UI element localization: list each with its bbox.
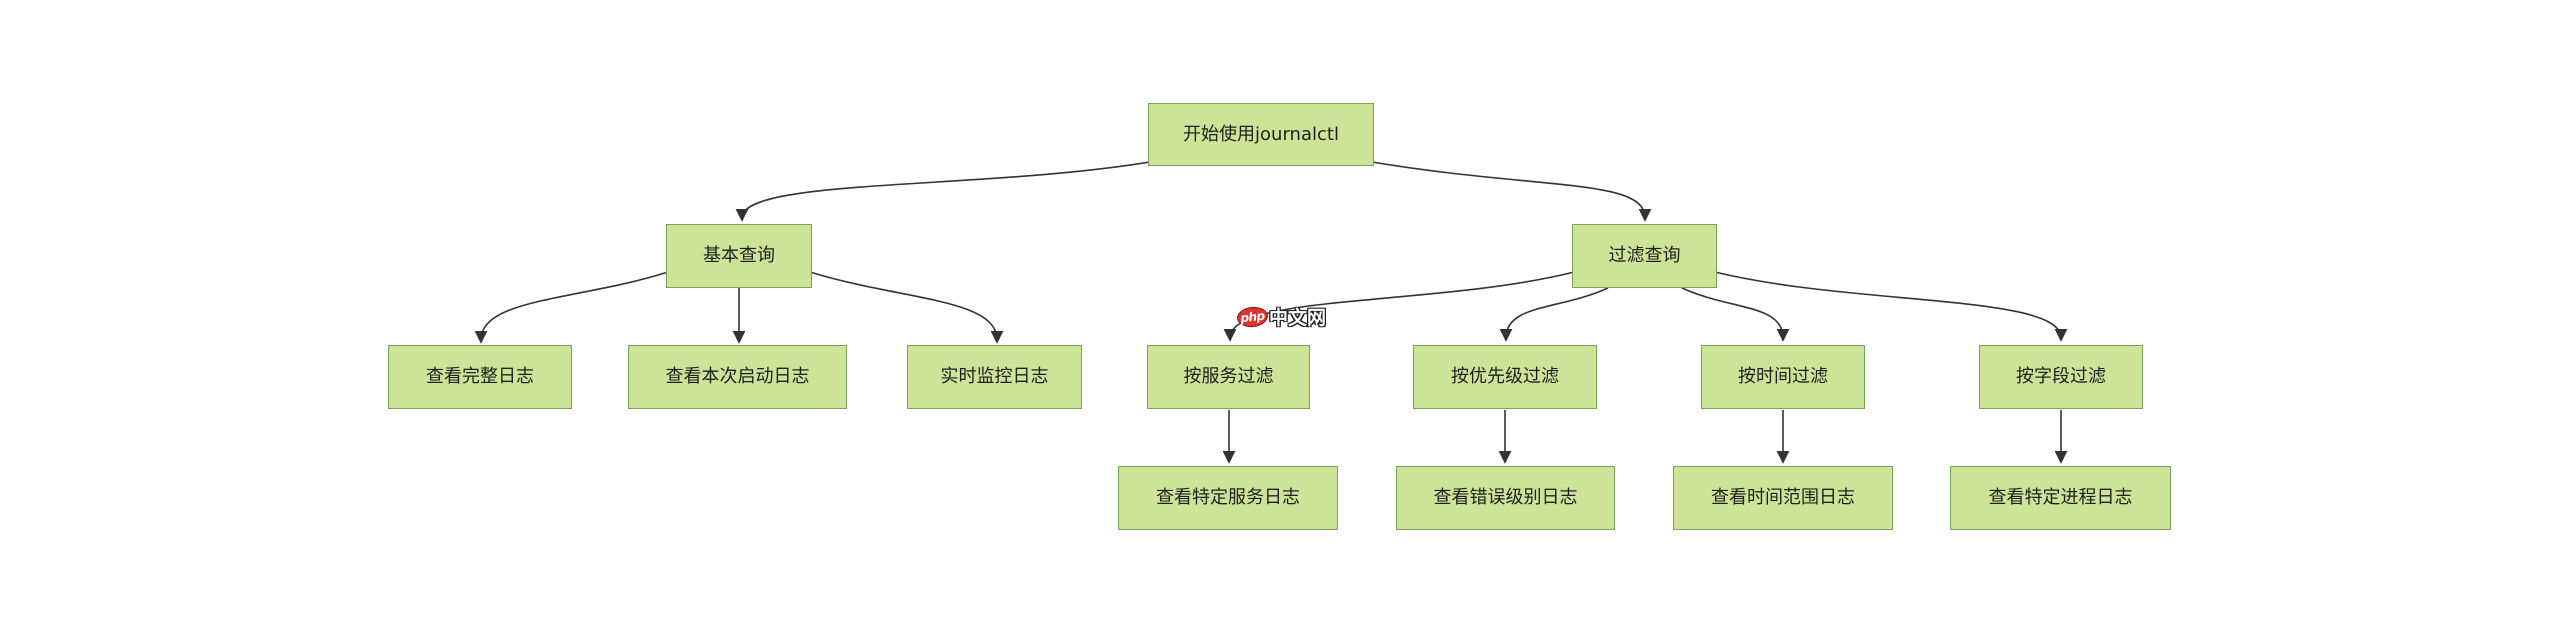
node-filter-by-field-label: 按字段过滤	[2016, 366, 2106, 388]
node-view-error-log: 查看错误级别日志	[1396, 466, 1615, 530]
node-filter-query-label: 过滤查询	[1608, 245, 1681, 267]
edge-basic_query-view_full_log	[474, 271, 669, 344]
node-view-error-log-label: 查看错误级别日志	[1433, 487, 1578, 509]
edge-filter_query-filter_by_field	[1714, 271, 2068, 342]
node-basic-query: 基本查询	[666, 224, 812, 288]
node-filter-by-field: 按字段过滤	[1979, 345, 2143, 409]
edge-start-basic_query	[735, 161, 1151, 222]
node-view-boot-log: 查看本次启动日志	[628, 345, 847, 409]
node-view-service-log-label: 查看特定服务日志	[1156, 487, 1300, 509]
node-view-timerange-log: 查看时间范围日志	[1673, 466, 1893, 530]
edge-filter_query-filter_by_service	[1223, 271, 1575, 342]
node-realtime-monitor-log: 实时监控日志	[907, 345, 1082, 409]
node-filter-by-priority: 按优先级过滤	[1413, 345, 1597, 409]
edge-filter_query-filter_by_priority	[1499, 287, 1609, 342]
node-view-process-log-label: 查看特定进程日志	[1988, 487, 2133, 509]
node-filter-by-time-label: 按时间过滤	[1738, 366, 1828, 388]
node-view-full-log: 查看完整日志	[388, 345, 572, 409]
edge-start-filter_query	[1371, 161, 1652, 222]
node-filter-by-time: 按时间过滤	[1701, 345, 1865, 409]
node-view-full-log-label: 查看完整日志	[426, 366, 534, 388]
node-view-service-log: 查看特定服务日志	[1118, 466, 1338, 530]
node-filter-query: 过滤查询	[1572, 224, 1717, 288]
node-realtime-monitor-log-label: 实时监控日志	[940, 366, 1049, 388]
node-start-label: 开始使用journalctl	[1183, 123, 1339, 145]
edge-basic_query-realtime_monitor_log	[809, 271, 1004, 344]
node-view-timerange-log-label: 查看时间范围日志	[1711, 487, 1855, 509]
node-filter-by-priority-label: 按优先级过滤	[1451, 366, 1559, 388]
node-view-process-log: 查看特定进程日志	[1950, 466, 2171, 530]
node-basic-query-label: 基本查询	[703, 245, 775, 267]
node-start: 开始使用journalctl	[1148, 103, 1374, 166]
node-filter-by-service-label: 按服务过滤	[1183, 366, 1274, 388]
node-view-boot-log-label: 查看本次启动日志	[665, 366, 810, 388]
node-filter-by-service: 按服务过滤	[1147, 345, 1310, 409]
edge-filter_query-filter_by_time	[1681, 287, 1790, 342]
